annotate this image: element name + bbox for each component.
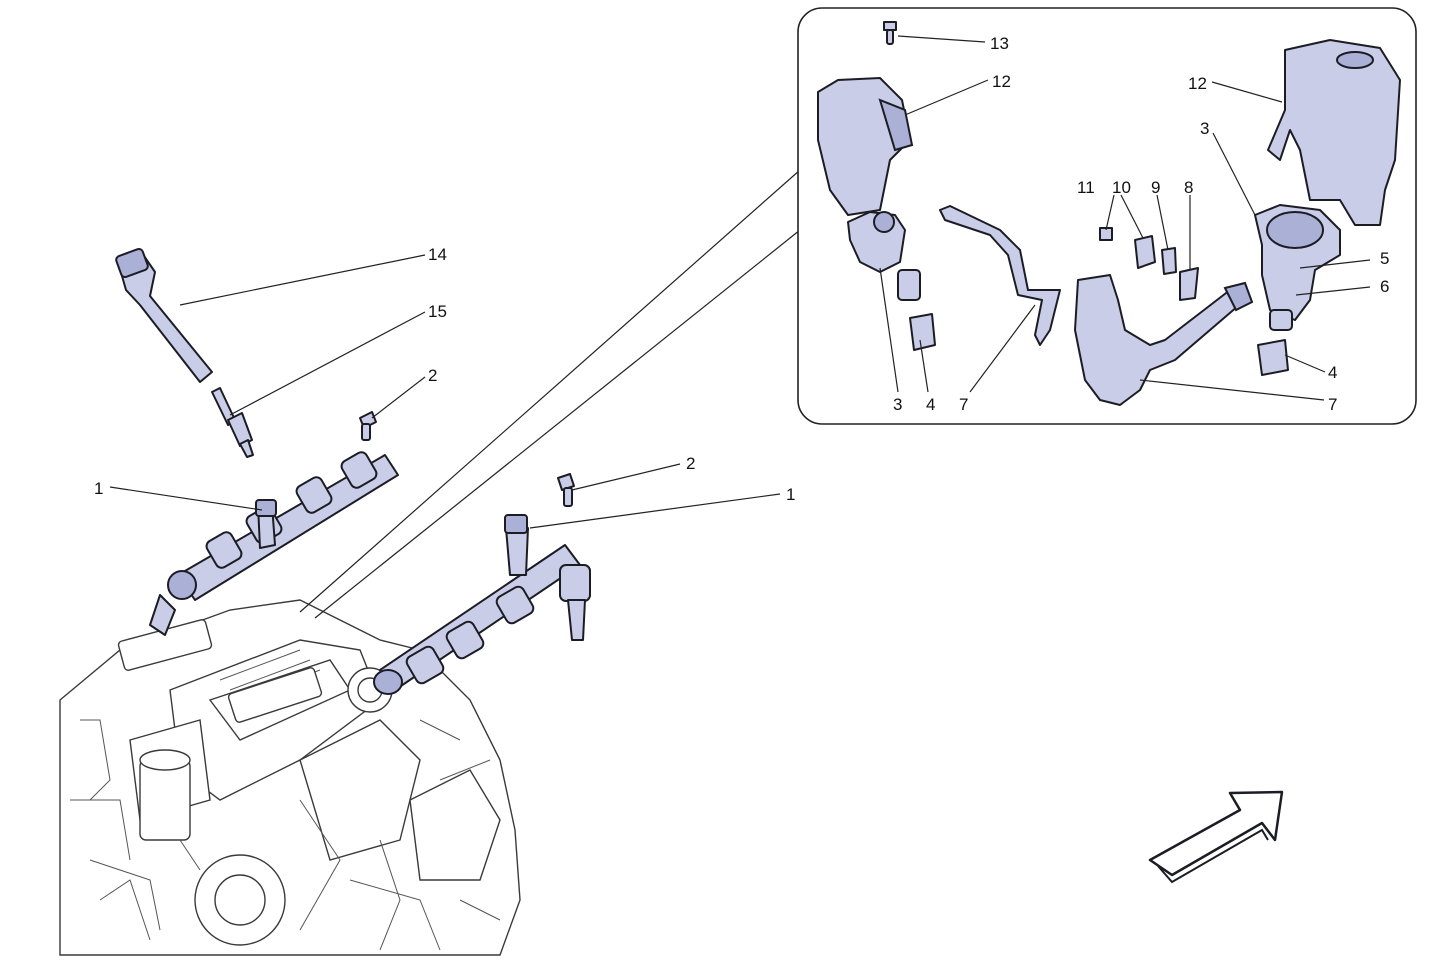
bolt-left [359, 411, 377, 441]
callout-2-right: 2 [686, 454, 695, 473]
callout-3-bottom: 3 [893, 395, 902, 414]
fuel-rail-left [149, 451, 399, 636]
inset-pointer-lines [299, 169, 801, 619]
callout-1-right: 1 [786, 485, 795, 504]
bracket-10 [1134, 235, 1156, 269]
callout-11: 11 [1077, 178, 1095, 197]
callout-14: 14 [428, 245, 447, 264]
pump-cover-right [1267, 39, 1401, 226]
fuel-pipe-right [1074, 274, 1246, 406]
callout-10: 10 [1112, 178, 1131, 197]
callout-7-bottom: 7 [959, 395, 968, 414]
callout-13: 13 [990, 34, 1009, 53]
callout-2-left: 2 [428, 366, 437, 385]
engine-block [59, 599, 521, 956]
fuel-pipe-left [939, 205, 1061, 346]
main-leader-lines [109, 254, 781, 529]
direction-arrow-icon [1148, 790, 1284, 884]
detail-inset [797, 7, 1417, 425]
callout-12-left: 12 [992, 72, 1011, 91]
bolt-11 [1099, 227, 1113, 241]
callout-5: 5 [1380, 249, 1389, 268]
callout-9: 9 [1151, 178, 1160, 197]
callout-labels: 1 1 2 2 14 15 13 12 12 3 3 4 7 11 10 9 8… [94, 34, 1389, 504]
callout-7-right: 7 [1328, 395, 1337, 414]
callout-4-bottom: 4 [926, 395, 935, 414]
callout-8: 8 [1184, 178, 1193, 197]
ignition-coil [115, 248, 213, 383]
callout-1-left: 1 [94, 479, 103, 498]
fitting-9 [1161, 247, 1177, 275]
clip-8 [1179, 267, 1199, 301]
pump-sleeve-left [909, 313, 936, 351]
callout-15: 15 [428, 302, 447, 321]
cover-bolt [883, 21, 897, 31]
spark-plug [211, 387, 254, 458]
fuel-rail-right [373, 514, 591, 695]
callout-3-top: 3 [1200, 119, 1209, 138]
callout-6: 6 [1380, 277, 1389, 296]
callout-12-right: 12 [1188, 74, 1207, 93]
pump-sleeve-right [1257, 339, 1289, 376]
bolt-right [557, 473, 575, 507]
callout-4-right: 4 [1328, 363, 1337, 382]
